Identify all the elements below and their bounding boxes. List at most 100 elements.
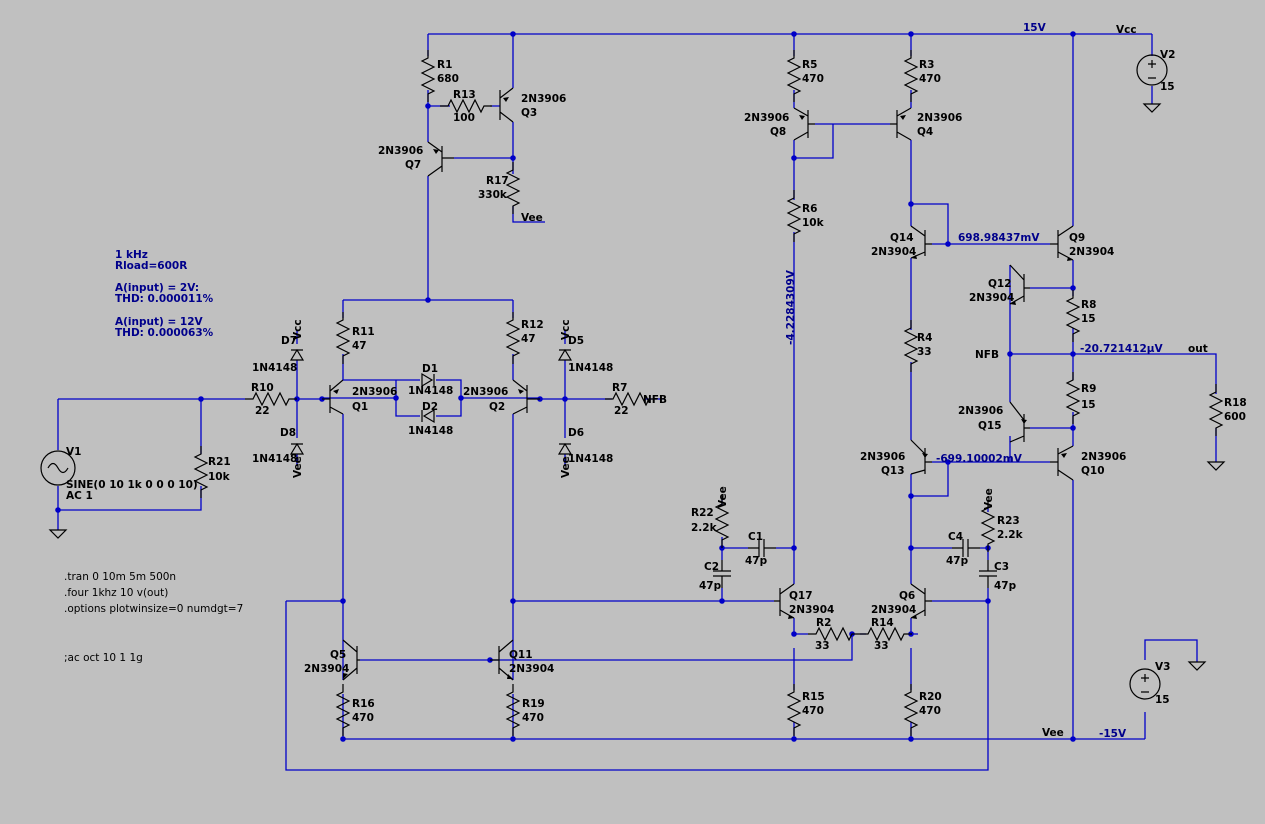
label-r4-value: 33 [917, 346, 932, 358]
label-v2-name: V2 [1160, 49, 1175, 61]
label-r11-value: 47 [352, 340, 367, 352]
label-v1-value: SINE(0 10 1k 0 0 0 10) [66, 479, 198, 491]
label-c2-name: C2 [704, 561, 719, 573]
label-r10-name: R10 [251, 382, 274, 394]
label-r2-name: R2 [816, 617, 831, 629]
label-r17-value: 330k [478, 189, 508, 201]
label-r5-name: R5 [802, 59, 817, 71]
net-label-vcc: Vcc [1116, 24, 1137, 36]
directive-options[interactable]: .options plotwinsize=0 numdgt=7 [64, 603, 243, 615]
note-load: Rload=600R [115, 260, 187, 272]
label-q9-value: 2N3904 [1069, 246, 1114, 258]
label-d5-name: D5 [568, 335, 584, 347]
label-r7-value: 22 [614, 405, 629, 417]
label-r1-name: R1 [437, 59, 452, 71]
label-c3-name: C3 [994, 561, 1009, 573]
label-d1-name: D1 [422, 363, 438, 375]
label-r7-name: R7 [612, 382, 627, 394]
label-r11-name: R11 [352, 326, 375, 338]
label-v1-name: V1 [66, 446, 81, 458]
label-r3-value: 470 [919, 73, 941, 85]
label-q7-name: Q7 [405, 159, 421, 171]
v2-dc-source-icon [1136, 54, 1168, 86]
ground-symbols [49, 103, 1225, 671]
directive-four[interactable]: .four 1khz 10 v(out) [64, 587, 168, 599]
label-d2-value: 1N4148 [408, 425, 453, 437]
label-r21-value: 10k [208, 471, 231, 483]
label-q3-value: 2N3906 [521, 93, 566, 105]
note-case1-label: A(input) = 2V: [115, 282, 199, 294]
label-q17-name: Q17 [789, 590, 813, 602]
net-label-vee-r17: Vee [521, 212, 543, 224]
probe-r6-node: -4.2284309V [785, 269, 797, 345]
label-r17-name: R17 [486, 175, 509, 187]
annotation-notes: 1 kHz Rload=600R A(input) = 2V: THD: 0.0… [115, 249, 214, 339]
label-r22-name: R22 [691, 507, 714, 519]
net-label-vee: Vee [1042, 727, 1064, 739]
label-r18-value: 600 [1224, 411, 1246, 423]
label-d8-name: D8 [280, 427, 296, 439]
wires [57, 33, 1217, 771]
net-label-out: out [1188, 343, 1208, 355]
label-r6-value: 10k [802, 217, 825, 229]
label-q5-value: 2N3904 [304, 663, 349, 675]
label-r23-value: 2.2k [997, 529, 1024, 541]
source-symbols [40, 54, 1168, 700]
v3-dc-source-icon [1129, 668, 1161, 700]
label-r22-value: 2.2k [691, 522, 718, 534]
label-c4-value: 47p [946, 555, 969, 567]
label-r18-name: R18 [1224, 397, 1247, 409]
label-r20-name: R20 [919, 691, 942, 703]
label-q14-name: Q14 [890, 232, 914, 244]
label-q8-value: 2N3906 [744, 112, 789, 124]
net-label-vee-d8: Vee [292, 456, 304, 478]
label-c1-name: C1 [748, 531, 763, 543]
net-label-nfb-r7: NFB [643, 394, 667, 406]
label-q2-name: Q2 [489, 401, 505, 413]
v1-sine-source-icon [40, 450, 76, 486]
net-label-vee-r22: Vee [717, 486, 729, 508]
spice-directives: .tran 0 10m 5m 500n .four 1khz 10 v(out)… [64, 571, 243, 664]
transistor-arrows [333, 97, 1073, 679]
label-r12-value: 47 [521, 333, 536, 345]
label-q6-name: Q6 [899, 590, 915, 602]
label-c2-value: 47p [699, 580, 722, 592]
label-v3-value: 15 [1155, 694, 1170, 706]
label-r4-name: R4 [917, 332, 932, 344]
label-q9-name: Q9 [1069, 232, 1085, 244]
label-r3-name: R3 [919, 59, 934, 71]
label-r12-name: R12 [521, 319, 544, 331]
label-q10-name: Q10 [1081, 465, 1105, 477]
net-label-vcc-d5: Vcc [560, 319, 572, 340]
label-r15-name: R15 [802, 691, 825, 703]
label-v1-extra: AC 1 [66, 490, 93, 502]
resistor-symbols [194, 49, 1223, 737]
label-r5-value: 470 [802, 73, 824, 85]
label-r14-value: 33 [874, 640, 889, 652]
label-q15-name: Q15 [978, 420, 1002, 432]
label-q4-value: 2N3906 [917, 112, 962, 124]
diode-symbols [289, 348, 573, 455]
label-r19-value: 470 [522, 712, 544, 724]
label-c3-value: 47p [994, 580, 1017, 592]
net-labels: 15V Vcc -15V Vee out NFB NFB Vee Vcc Vcc… [292, 22, 1208, 740]
directive-tran[interactable]: .tran 0 10m 5m 500n [64, 571, 176, 583]
label-d1-value: 1N4148 [408, 385, 453, 397]
label-d2-name: D2 [422, 401, 438, 413]
label-r13-name: R13 [453, 89, 476, 101]
label-q11-name: Q11 [509, 649, 533, 661]
net-label-vcc-rail: 15V [1023, 22, 1047, 34]
label-q14-value: 2N3904 [871, 246, 916, 258]
label-c4-name: C4 [948, 531, 963, 543]
label-r9-name: R9 [1081, 383, 1096, 395]
label-r13-value: 100 [453, 112, 475, 124]
label-q2-value: 2N3906 [463, 386, 508, 398]
label-d6-value: 1N4148 [568, 453, 613, 465]
label-c1-value: 47p [745, 555, 768, 567]
label-r6-name: R6 [802, 203, 817, 215]
label-r10-value: 22 [255, 405, 270, 417]
label-q13-name: Q13 [881, 465, 905, 477]
directive-ac[interactable]: ;ac oct 10 1 1g [64, 652, 143, 664]
label-q4-name: Q4 [917, 126, 933, 138]
